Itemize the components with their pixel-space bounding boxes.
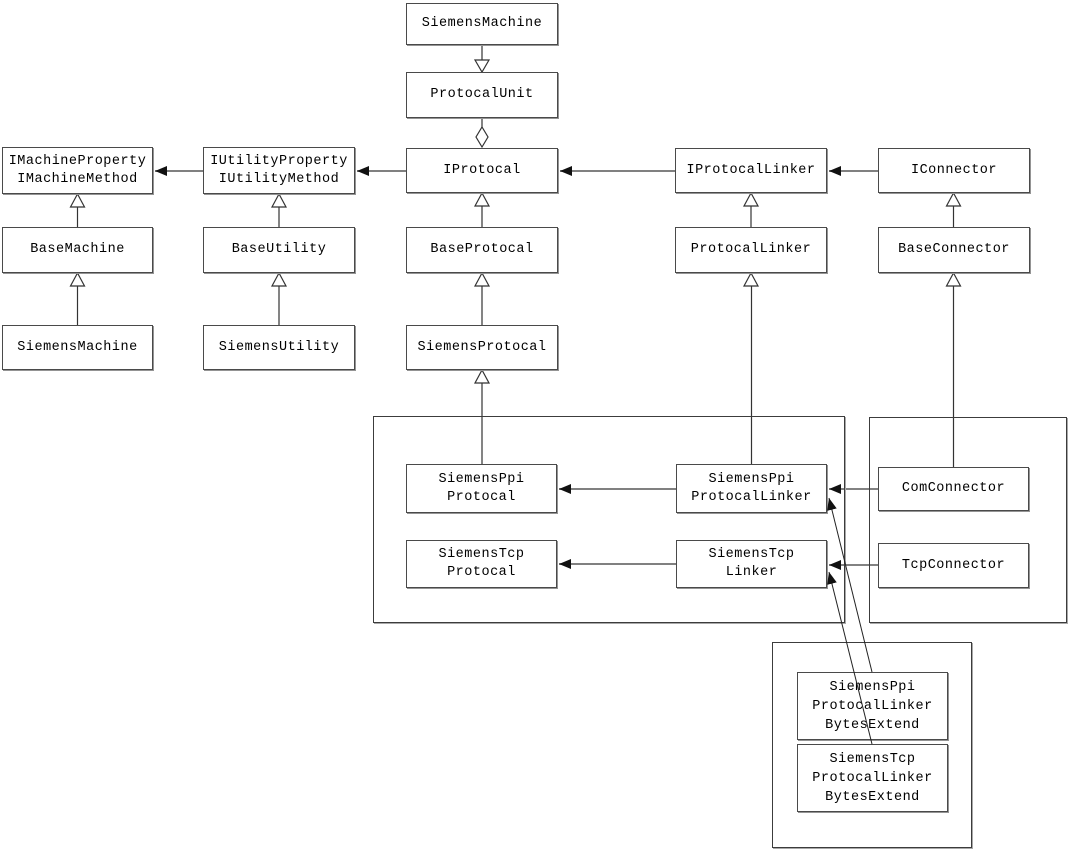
class-box-imachineproperty-imachinemethod[interactable]: IMachineProperty IMachineMethod [2, 147, 153, 194]
class-label: IUtilityProperty IUtilityMethod [210, 153, 348, 187]
class-label: BaseProtocal [430, 242, 534, 257]
class-box-iprotocal[interactable]: IProtocal [406, 148, 558, 193]
hollow-triangle-down-icon [473, 59, 491, 74]
class-box-siemenstcp-protocallinker-bytesextend[interactable]: SiemensTcp ProtocalLinker BytesExtend [797, 744, 948, 812]
class-box-baseutility[interactable]: BaseUtility [203, 227, 355, 273]
class-label: ProtocalLinker [690, 242, 812, 257]
class-label: TcpConnector [901, 557, 1006, 573]
class-box-siemensppi-protocal[interactable]: SiemensPpi Protocal [406, 464, 557, 513]
group-siemens-protocal-implementations [373, 416, 845, 623]
class-label: BaseConnector [898, 242, 1010, 257]
hollow-triangle-icon [69, 192, 86, 208]
class-box-protocallinker[interactable]: ProtocalLinker [675, 227, 827, 273]
hollow-triangle-icon [473, 271, 491, 287]
class-box-siemenstcp-linker[interactable]: SiemensTcp Linker [676, 540, 827, 588]
class-label: BaseUtility [231, 242, 327, 257]
hollow-triangle-icon [270, 271, 288, 287]
hollow-triangle-icon [270, 192, 288, 208]
class-box-siemenstcp-protocal[interactable]: SiemensTcp Protocal [406, 540, 557, 588]
hollow-triangle-icon [473, 191, 491, 207]
class-box-baseprotocal[interactable]: BaseProtocal [406, 227, 558, 273]
class-label: SiemensTcp ProtocalLinker BytesExtend [812, 751, 933, 805]
class-label: SiemensTcp Protocal [438, 547, 525, 580]
class-box-basemachine[interactable]: BaseMachine [2, 227, 153, 273]
class-label: SiemensPpi ProtocalLinker BytesExtend [812, 679, 933, 733]
class-label: SiemensUtility [218, 339, 340, 355]
class-box-siemensppi-protocallinker-bytesextend[interactable]: SiemensPpi ProtocalLinker BytesExtend [797, 672, 948, 740]
class-label: IProtocal [443, 162, 521, 178]
class-box-iconnector[interactable]: IConnector [878, 148, 1030, 193]
class-label: IMachineProperty IMachineMethod [8, 153, 147, 187]
hollow-diamond-icon [475, 125, 489, 149]
class-box-tcpconnector[interactable]: TcpConnector [878, 543, 1029, 588]
class-box-siemensutility[interactable]: SiemensUtility [203, 325, 355, 370]
class-label: SiemensPpi Protocal [438, 471, 525, 505]
class-label: SiemensMachine [421, 16, 543, 31]
class-label: SiemensTcp Linker [708, 547, 795, 580]
class-box-siemensmachine[interactable]: SiemensMachine [2, 325, 153, 370]
class-label: SiemensProtocal [417, 339, 547, 355]
hollow-triangle-icon [742, 271, 760, 287]
class-label: SiemensMachine [17, 339, 138, 355]
class-label: SiemensPpi ProtocalLinker [691, 471, 812, 505]
class-box-siemensprotocal[interactable]: SiemensProtocal [406, 325, 558, 370]
class-label: ComConnector [901, 481, 1006, 496]
class-box-comconnector[interactable]: ComConnector [878, 467, 1029, 511]
class-label: ProtocalUnit [430, 87, 534, 102]
hollow-triangle-icon [69, 271, 86, 287]
class-label: IConnector [910, 162, 997, 178]
class-box-siemensppi-protocallinker[interactable]: SiemensPpi ProtocalLinker [676, 464, 827, 513]
class-box-iprotocallinker[interactable]: IProtocalLinker [675, 148, 827, 193]
hollow-triangle-icon [945, 191, 962, 207]
group-connectors [869, 417, 1067, 623]
class-label: BaseMachine [30, 242, 125, 257]
class-box-siemensmachine-top[interactable]: SiemensMachine [406, 3, 558, 45]
hollow-triangle-icon [945, 271, 962, 287]
hollow-triangle-icon [742, 191, 760, 207]
class-label: IProtocalLinker [686, 162, 816, 178]
class-box-iutilityproperty-iutilitymethod[interactable]: IUtilityProperty IUtilityMethod [203, 147, 355, 194]
class-box-protocalunit[interactable]: ProtocalUnit [406, 72, 558, 118]
hollow-triangle-icon [473, 368, 491, 384]
class-box-baseconnector[interactable]: BaseConnector [878, 227, 1030, 273]
